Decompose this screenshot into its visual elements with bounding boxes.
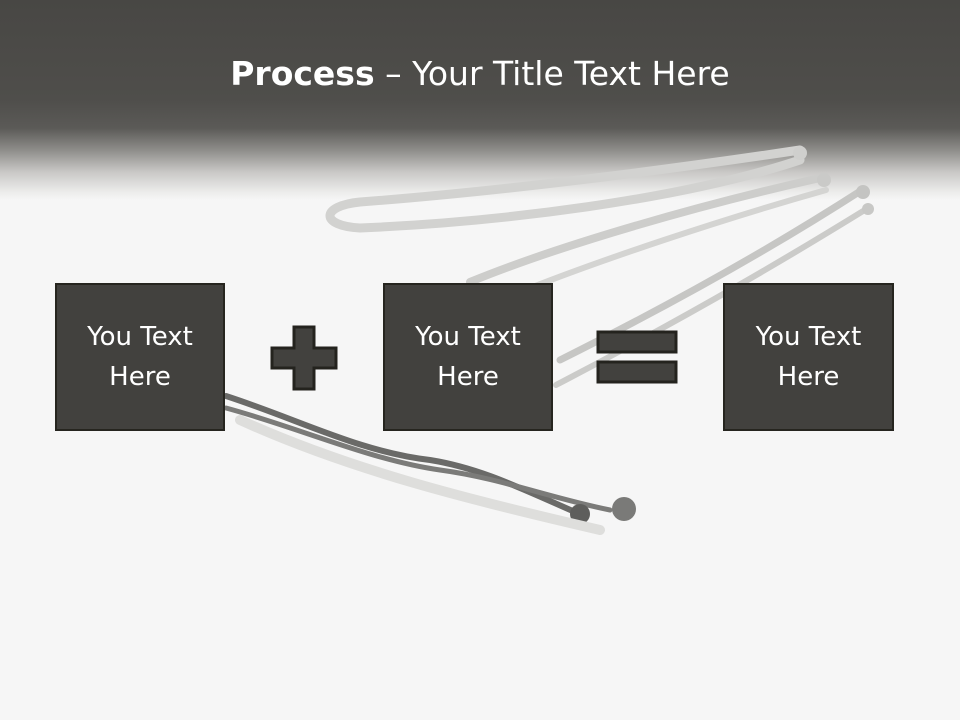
title-text: Your Title Text Here (412, 54, 730, 93)
process-box-3[interactable]: You Text Here (723, 283, 894, 431)
title-bold-part: Process (230, 54, 375, 93)
slide-title: Process – Your Title Text Here (0, 52, 960, 96)
equals-sign-icon (596, 330, 678, 384)
title-bar-background (0, 0, 960, 200)
process-box-2[interactable]: You Text Here (383, 283, 553, 431)
title-dash: – (385, 54, 402, 93)
plus-sign-icon (270, 325, 338, 391)
process-box-1[interactable]: You Text Here (55, 283, 225, 431)
process-box-1-text: You Text Here (87, 322, 193, 392)
process-box-3-text: You Text Here (755, 322, 862, 392)
process-box-2-text: You Text Here (415, 322, 521, 392)
